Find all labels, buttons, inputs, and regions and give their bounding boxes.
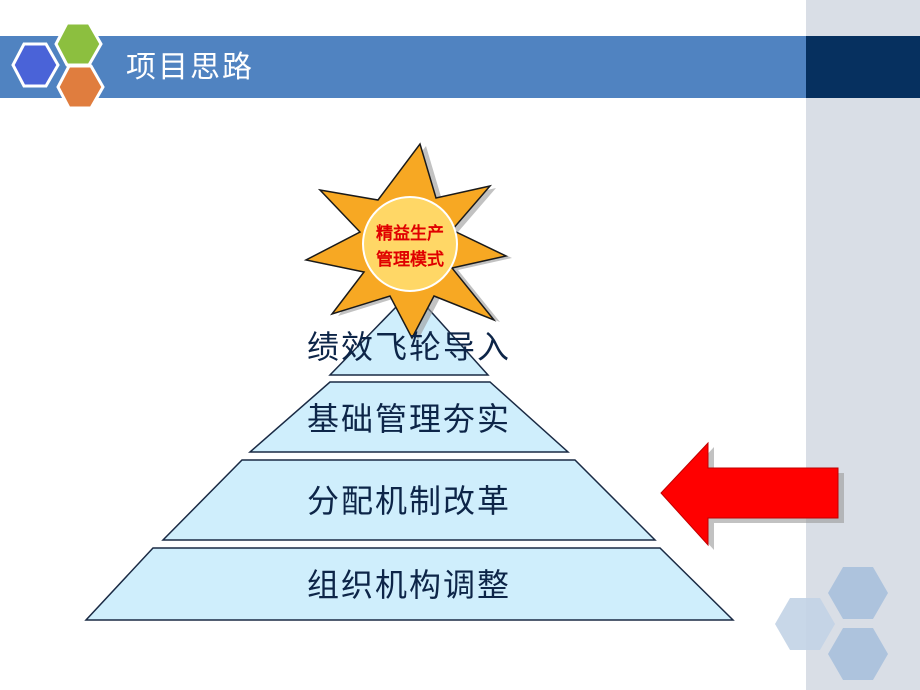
green-hexagon-icon	[54, 21, 103, 67]
corner-hexagon-icon	[828, 628, 888, 680]
pyramid-tier-3	[161, 459, 657, 541]
title-bar	[0, 36, 806, 98]
title-bar-accent	[806, 36, 920, 98]
tier-label-distribution-reform: 分配机制改革	[306, 482, 511, 520]
tier-label-org-structure: 组织机构调整	[306, 566, 511, 604]
slide-title: 项目思路	[126, 50, 254, 85]
tier-label-performance-flywheel: 绩效飞轮导入	[306, 328, 511, 366]
corner-hexagon-icon	[828, 567, 888, 619]
corner-hexagon-icon	[775, 598, 835, 650]
pyramid	[84, 304, 735, 621]
orange-hexagon-icon	[56, 64, 105, 110]
logo-hexagons	[11, 21, 105, 110]
corner-hexagons	[775, 567, 888, 680]
blue-hexagon-icon	[11, 42, 60, 88]
left-arrow-icon	[660, 441, 839, 547]
tier-label-basic-management: 基础管理夯实	[306, 400, 511, 438]
apex-label-line-1: 精益生产	[376, 224, 444, 244]
pyramid-tier-4	[84, 547, 735, 621]
apex-label-line-2: 管理模式	[376, 250, 444, 270]
pyramid-tier-2	[248, 381, 570, 453]
starburst-core	[362, 196, 458, 292]
